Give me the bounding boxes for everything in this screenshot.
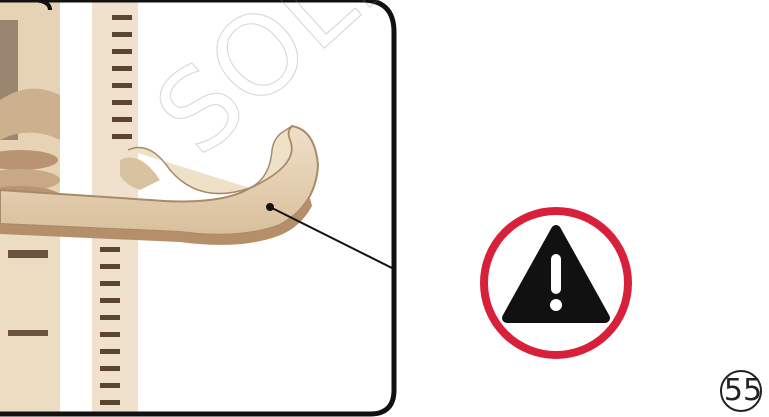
page-number: 55	[720, 368, 766, 414]
watermark: SOLDENLO	[132, 0, 662, 179]
callout-dot	[266, 203, 274, 211]
warning-badge	[484, 211, 628, 355]
svg-text:SOLDENLO: SOLDENLO	[132, 0, 662, 179]
